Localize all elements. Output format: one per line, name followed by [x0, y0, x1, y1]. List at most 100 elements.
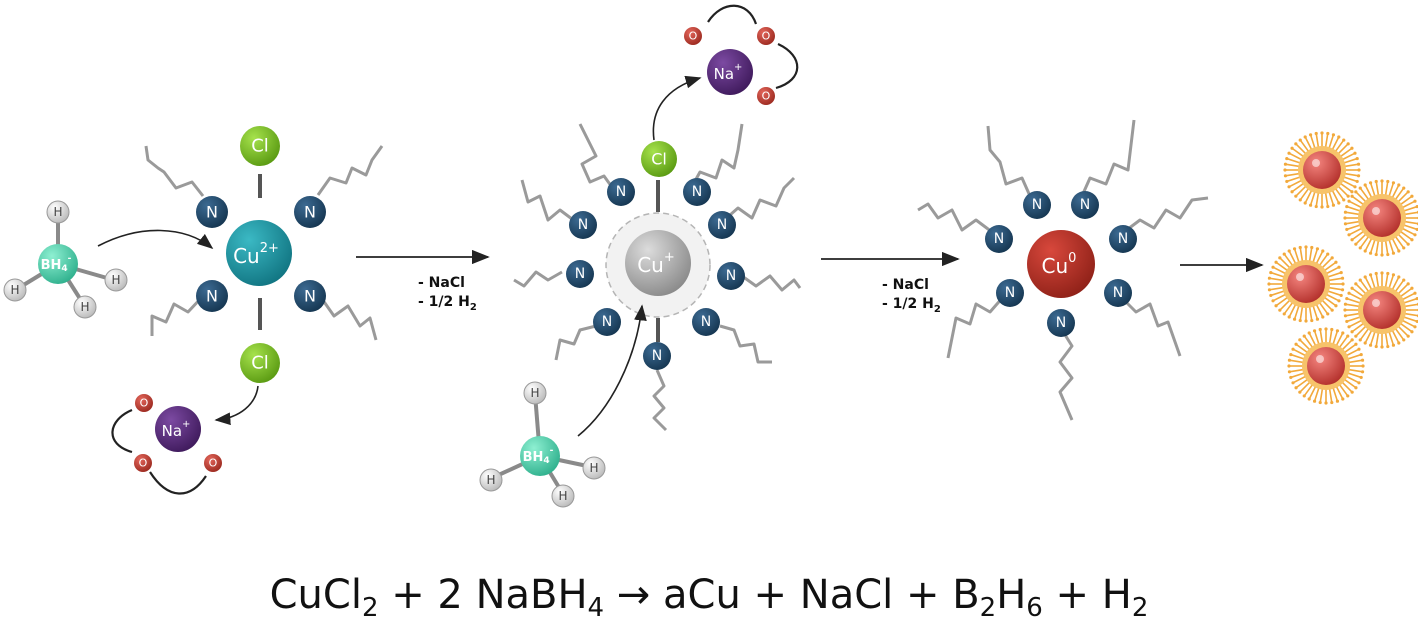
- svg-text:- 1/2 H2: - 1/2 H2: [882, 296, 941, 315]
- n-atom: N: [1104, 279, 1132, 307]
- cl-atom-top: Cl: [240, 126, 280, 166]
- svg-text:H: H: [589, 461, 598, 475]
- svg-text:H: H: [53, 205, 62, 219]
- svg-text:Cu0: Cu0: [1042, 251, 1077, 279]
- svg-text:Cu2+: Cu2+: [233, 241, 279, 269]
- n-atom: N: [607, 178, 635, 206]
- svg-text:N: N: [1032, 197, 1042, 213]
- n-atom: N: [1047, 309, 1075, 337]
- svg-text:O: O: [762, 90, 771, 103]
- n-atom: N: [1109, 225, 1137, 253]
- svg-text:N: N: [701, 314, 711, 330]
- svg-text:O: O: [140, 397, 149, 410]
- sodium-crown-complex: O O O Na+: [111, 394, 222, 495]
- svg-text:H: H: [486, 473, 495, 487]
- stage-cu0-complex: N N N N N N N Cu0: [917, 119, 1209, 421]
- h-atom: H: [551, 484, 575, 508]
- svg-text:O: O: [689, 30, 698, 43]
- svg-text:N: N: [616, 184, 626, 200]
- n-atom: N: [569, 211, 597, 239]
- ligand-chains: [144, 145, 384, 341]
- svg-text:N: N: [1080, 197, 1090, 213]
- svg-text:N: N: [692, 184, 702, 200]
- svg-text:Na+: Na+: [162, 419, 191, 441]
- svg-text:Cl: Cl: [251, 353, 269, 374]
- attack-arrow: [97, 229, 214, 250]
- n-atom: N: [643, 342, 671, 370]
- cl-leaving-arrow: [652, 75, 702, 141]
- svg-text:H: H: [558, 489, 567, 503]
- svg-text:N: N: [717, 217, 727, 233]
- svg-text:N: N: [652, 348, 662, 364]
- h-atom: H: [523, 381, 547, 405]
- cu1-center: Cu+: [625, 230, 691, 296]
- cu0-center: Cu0: [1027, 230, 1095, 298]
- attack-arrow: [577, 304, 647, 437]
- ligand-chains: [513, 123, 802, 432]
- stage-cu2-complex: Cl Cl N N N N Cu2+ H H H H BH4-: [3, 126, 384, 495]
- svg-text:N: N: [726, 268, 736, 284]
- n-atom: N: [294, 280, 326, 312]
- o-atom: O: [757, 87, 775, 105]
- n-atom: N: [196, 196, 228, 228]
- reaction-step-2: - NaCl - 1/2 H2: [821, 251, 960, 315]
- reaction-step-1: - NaCl - 1/2 H2: [356, 249, 490, 313]
- o-atom: O: [134, 454, 152, 472]
- cl-leaving-arrow: [214, 385, 259, 426]
- h-atom: H: [3, 278, 27, 302]
- svg-text:N: N: [1056, 315, 1066, 331]
- svg-text:H: H: [10, 283, 19, 297]
- svg-text:O: O: [209, 457, 218, 470]
- svg-text:BH4-: BH4-: [41, 254, 72, 274]
- nanoparticle: [1343, 179, 1418, 257]
- svg-text:N: N: [1118, 231, 1128, 247]
- svg-text:N: N: [304, 287, 316, 306]
- stage-cu1-complex: Cl N N N N N N N N N Cu+ O O O Na+: [479, 4, 802, 508]
- svg-text:N: N: [1005, 285, 1015, 301]
- svg-text:- NaCl: - NaCl: [418, 275, 465, 291]
- svg-text:H: H: [111, 273, 120, 287]
- n-atom: N: [996, 279, 1024, 307]
- n-atom: N: [196, 280, 228, 312]
- nanoparticle: [1287, 327, 1365, 405]
- nanoparticle: [1343, 271, 1418, 349]
- o-atom: O: [757, 27, 775, 45]
- bh4-reagent: H H H H BH4-: [479, 381, 606, 508]
- n-atom: N: [692, 308, 720, 336]
- h-atom: H: [46, 200, 70, 224]
- n-atom: N: [985, 225, 1013, 253]
- cl-atom-bottom: Cl: [240, 343, 280, 383]
- nanoparticle: [1283, 131, 1361, 209]
- svg-text:Cl: Cl: [651, 150, 667, 169]
- reaction-equation: CuCl2 + 2 NaBH4 → aCu + NaCl + B2H6 + H2: [269, 572, 1149, 623]
- ligand-chains: [917, 119, 1209, 421]
- o-atom: O: [135, 394, 153, 412]
- svg-text:N: N: [206, 287, 218, 306]
- n-atom: N: [294, 196, 326, 228]
- bh4-reagent: H H H H BH4-: [3, 200, 128, 319]
- nanoparticle: [1267, 245, 1345, 323]
- svg-text:O: O: [139, 457, 148, 470]
- n-atom: N: [593, 308, 621, 336]
- h-atom: H: [73, 295, 97, 319]
- svg-text:O: O: [762, 30, 771, 43]
- svg-text:Cu+: Cu+: [637, 250, 675, 278]
- h-atom: H: [479, 468, 503, 492]
- svg-text:- NaCl: - NaCl: [882, 277, 929, 293]
- svg-text:N: N: [578, 217, 588, 233]
- n-atom: N: [566, 260, 594, 288]
- svg-text:Cl: Cl: [251, 136, 269, 157]
- cu2-center: Cu2+: [226, 220, 292, 286]
- n-atom: N: [717, 262, 745, 290]
- n-atom: N: [683, 178, 711, 206]
- cl-atom: Cl: [641, 141, 677, 177]
- svg-text:- 1/2 H2: - 1/2 H2: [418, 294, 477, 313]
- svg-text:BH4-: BH4-: [523, 446, 554, 466]
- svg-text:H: H: [80, 300, 89, 314]
- n-atom: N: [1071, 191, 1099, 219]
- n-atom: N: [1023, 191, 1051, 219]
- svg-text:N: N: [1113, 285, 1123, 301]
- copper-nanoparticles: [1267, 131, 1418, 405]
- sodium-crown-complex: O O O Na+: [684, 4, 799, 105]
